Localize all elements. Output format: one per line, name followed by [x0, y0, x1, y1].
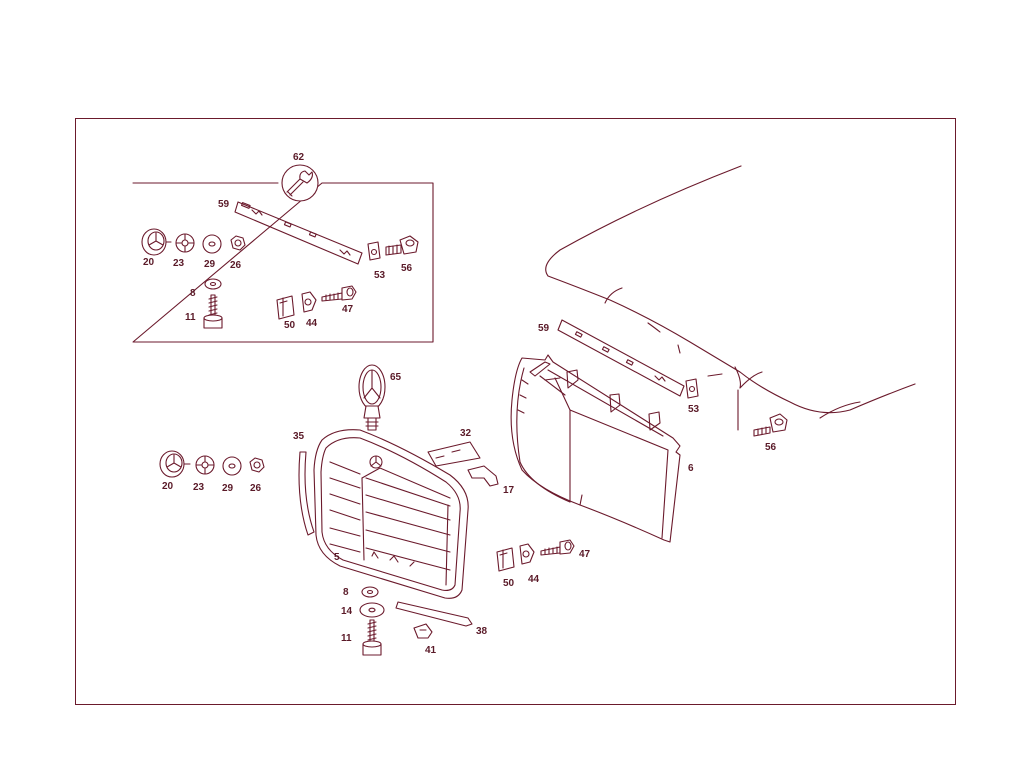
callout-26: 26 — [250, 483, 262, 494]
screw-47-kit — [321, 285, 357, 302]
callout-26-kit: 26 — [230, 260, 242, 271]
radiator-frame-6 — [510, 354, 681, 543]
callout-50-kit: 50 — [284, 320, 296, 331]
clip-44-kit — [301, 291, 317, 313]
callout-6: 6 — [688, 463, 694, 474]
kit-inset-box — [132, 182, 434, 343]
callout-8-kit: 8 — [190, 288, 196, 299]
wrench-icon — [281, 164, 319, 202]
callout-35: 35 — [293, 431, 305, 442]
callout-56-kit: 56 — [401, 263, 413, 274]
washer-29 — [222, 456, 242, 476]
emblem-20 — [159, 450, 191, 478]
callout-11: 11 — [341, 633, 352, 644]
callout-62: 62 — [293, 152, 305, 163]
callout-20: 20 — [162, 481, 174, 492]
bracket-plate-32 — [427, 441, 481, 467]
bracket-50 — [496, 547, 515, 572]
callout-47-kit: 47 — [342, 304, 354, 315]
rosette-23 — [195, 455, 215, 475]
callout-41: 41 — [425, 645, 437, 656]
rosette-23-kit — [175, 233, 195, 253]
washer-14 — [359, 602, 385, 618]
screw-11 — [362, 619, 382, 656]
nut-26 — [249, 457, 265, 473]
trim-strip-38 — [395, 601, 473, 627]
clip-17 — [467, 465, 499, 487]
callout-17: 17 — [503, 485, 515, 496]
callout-44-kit: 44 — [306, 318, 318, 329]
callout-59-kit: 59 — [218, 199, 230, 210]
callout-23: 23 — [193, 482, 205, 493]
clip-44 — [519, 543, 535, 565]
callout-65: 65 — [390, 372, 402, 383]
callout-29-kit: 29 — [204, 259, 216, 270]
bolt-56 — [753, 413, 788, 437]
clip-53 — [685, 378, 699, 399]
diagram-frame — [75, 118, 956, 705]
washer-8-kit — [204, 278, 222, 290]
callout-5: 5 — [334, 552, 340, 563]
radiator-grille-5 — [313, 429, 469, 599]
callout-14: 14 — [341, 606, 353, 617]
retaining-strip-59 — [557, 319, 685, 397]
nut-26-kit — [230, 235, 246, 251]
callout-53-kit: 53 — [374, 270, 386, 281]
clip-53-kit — [367, 241, 381, 261]
seal-strip-35 — [298, 451, 315, 536]
callout-47: 47 — [579, 549, 591, 560]
washer-8 — [361, 586, 379, 598]
callout-59: 59 — [538, 323, 550, 334]
retaining-strip-59-kit — [234, 201, 363, 265]
callout-44: 44 — [528, 574, 540, 585]
callout-56: 56 — [765, 442, 777, 453]
callout-38: 38 — [476, 626, 488, 637]
callout-23-kit: 23 — [173, 258, 185, 269]
callout-8: 8 — [343, 587, 349, 598]
bracket-50-kit — [276, 295, 295, 320]
screw-11-kit — [203, 294, 223, 329]
hood-outline — [545, 165, 916, 431]
callout-29: 29 — [222, 483, 234, 494]
callout-50: 50 — [503, 578, 515, 589]
callout-53: 53 — [688, 404, 700, 415]
screw-47 — [540, 539, 575, 556]
callout-11-kit: 11 — [185, 312, 196, 323]
clip-41 — [413, 623, 433, 639]
callout-32: 32 — [460, 428, 472, 439]
mercedes-star-icon — [358, 364, 386, 431]
emblem-20-kit — [141, 228, 172, 256]
washer-29-kit — [202, 234, 222, 254]
bolt-56-kit — [385, 235, 419, 256]
callout-20-kit: 20 — [143, 257, 155, 268]
